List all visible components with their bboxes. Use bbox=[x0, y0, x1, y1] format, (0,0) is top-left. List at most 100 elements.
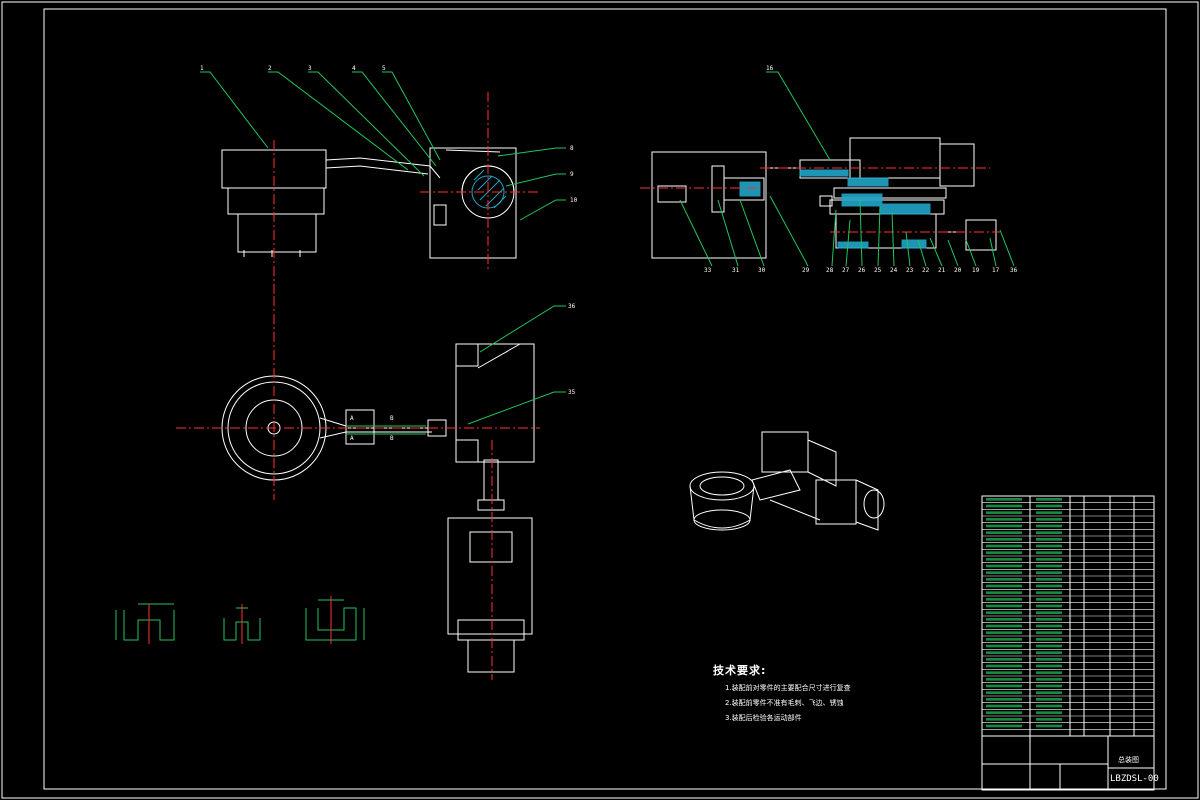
svg-text:B: B bbox=[390, 435, 394, 442]
section-centerlines bbox=[148, 596, 332, 644]
svg-text:B: B bbox=[390, 415, 394, 422]
parts-list-code-cell bbox=[986, 678, 1022, 681]
svg-text:3: 3 bbox=[308, 65, 312, 72]
parts-list-code-cell bbox=[986, 631, 1022, 634]
inner-frame bbox=[43, 8, 1167, 790]
section-view-c bbox=[305, 599, 365, 641]
tech-req-item-2: 2.装配前零件不准有毛刺、飞边、锈蚀 bbox=[725, 699, 844, 707]
parts-list-code-cell bbox=[986, 584, 1022, 588]
leaders-top-left bbox=[200, 71, 566, 221]
parts-list-name-cell bbox=[1036, 571, 1062, 574]
svg-text:A: A bbox=[350, 435, 354, 442]
parts-list-name-cell bbox=[1036, 611, 1062, 614]
parts-list-name-cell bbox=[1036, 704, 1062, 708]
plan-view bbox=[221, 343, 535, 673]
parts-list-name-cell bbox=[1036, 711, 1062, 714]
tech-req-item-1: 1.装配前对零件的主要配合尺寸进行复查 bbox=[725, 684, 851, 692]
parts-list-name-cell bbox=[1036, 598, 1062, 601]
top-left-side-view bbox=[221, 147, 517, 259]
svg-text:19: 19 bbox=[972, 267, 980, 274]
parts-list-name-cell bbox=[1036, 724, 1062, 728]
parts-list-name-cell bbox=[1036, 544, 1062, 548]
parts-list-code-cell bbox=[986, 564, 1022, 568]
parts-list-code-cell bbox=[986, 664, 1022, 668]
parts-list-name-cell bbox=[1036, 671, 1062, 674]
centerlines-top-right bbox=[640, 167, 1000, 233]
parts-list-name-cell bbox=[1036, 691, 1062, 694]
gear-hatch bbox=[473, 169, 507, 209]
isometric-render bbox=[689, 431, 885, 531]
parts-list-code-cell bbox=[986, 511, 1022, 514]
svg-text:25: 25 bbox=[874, 267, 882, 274]
parts-list-code-cell bbox=[986, 518, 1022, 521]
svg-text:21: 21 bbox=[938, 267, 946, 274]
drawing-number: LBZDSL-00 bbox=[1110, 774, 1159, 784]
parts-list-code-cell bbox=[986, 644, 1022, 648]
svg-text:16: 16 bbox=[766, 65, 774, 72]
plan-view-green bbox=[346, 425, 426, 435]
parts-list-code-cell bbox=[986, 711, 1022, 714]
parts-list-name-cell bbox=[1036, 524, 1062, 528]
svg-text:10: 10 bbox=[570, 197, 578, 204]
parts-list-code-cell bbox=[986, 671, 1022, 674]
svg-text:33: 33 bbox=[704, 267, 712, 274]
svg-text:28: 28 bbox=[826, 267, 834, 274]
parts-list-name-cell bbox=[1036, 531, 1062, 534]
svg-text:9: 9 bbox=[570, 171, 574, 178]
parts-list-name-cell bbox=[1036, 651, 1062, 654]
parts-list-code-cell bbox=[986, 558, 1022, 561]
parts-list-fill bbox=[986, 498, 1062, 728]
parts-list-code-cell bbox=[986, 624, 1022, 628]
centerlines-top-left bbox=[273, 92, 540, 296]
parts-list-code-cell bbox=[986, 598, 1022, 601]
leaders-middle bbox=[467, 305, 566, 425]
svg-text:23: 23 bbox=[906, 267, 914, 274]
parts-list-name-cell bbox=[1036, 578, 1062, 581]
tech-req-item-3: 3.装配后检验各运动部件 bbox=[725, 714, 802, 722]
parts-list-name-cell bbox=[1036, 624, 1062, 628]
parts-list-name-cell bbox=[1036, 591, 1062, 594]
parts-list-name-cell bbox=[1036, 664, 1062, 668]
parts-list-name-cell bbox=[1036, 618, 1062, 621]
svg-text:A: A bbox=[350, 415, 354, 422]
svg-text:17: 17 bbox=[992, 267, 1000, 274]
parts-list-code-cell bbox=[986, 638, 1022, 641]
svg-text:30: 30 bbox=[758, 267, 766, 274]
centerlines-middle bbox=[176, 296, 540, 680]
parts-list-name-cell bbox=[1036, 658, 1062, 661]
parts-list-name-cell bbox=[1036, 604, 1062, 608]
parts-list-code-cell bbox=[986, 658, 1022, 661]
svg-text:29: 29 bbox=[802, 267, 810, 274]
svg-text:24: 24 bbox=[890, 267, 898, 274]
parts-list-code-cell bbox=[986, 531, 1022, 534]
parts-list-code-cell bbox=[986, 704, 1022, 708]
parts-list-name-cell bbox=[1036, 718, 1062, 721]
parts-list-code-cell bbox=[986, 611, 1022, 614]
parts-list-code-cell bbox=[986, 551, 1022, 554]
parts-list-code-cell bbox=[986, 571, 1022, 574]
svg-text:4: 4 bbox=[352, 65, 356, 72]
parts-list-name-cell bbox=[1036, 644, 1062, 648]
parts-list-code-cell bbox=[986, 504, 1022, 508]
parts-list-code-cell bbox=[986, 544, 1022, 548]
svg-text:2: 2 bbox=[268, 65, 272, 72]
drawing-name: 总装图 bbox=[1118, 756, 1139, 764]
parts-list-name-cell bbox=[1036, 698, 1062, 701]
parts-list-code-cell bbox=[986, 578, 1022, 581]
parts-list-name-cell bbox=[1036, 631, 1062, 634]
parts-list-code-cell bbox=[986, 651, 1022, 654]
parts-list-code-cell bbox=[986, 718, 1022, 721]
parts-list-code-cell bbox=[986, 498, 1022, 501]
svg-text:20: 20 bbox=[954, 267, 962, 274]
parts-list-code-cell bbox=[986, 684, 1022, 688]
parts-list-code-cell bbox=[986, 604, 1022, 608]
parts-list-code-cell bbox=[986, 524, 1022, 528]
parts-list-name-cell bbox=[1036, 498, 1062, 501]
parts-list-code-cell bbox=[986, 724, 1022, 728]
parts-list-name-cell bbox=[1036, 678, 1062, 681]
parts-list-name-cell bbox=[1036, 504, 1062, 508]
